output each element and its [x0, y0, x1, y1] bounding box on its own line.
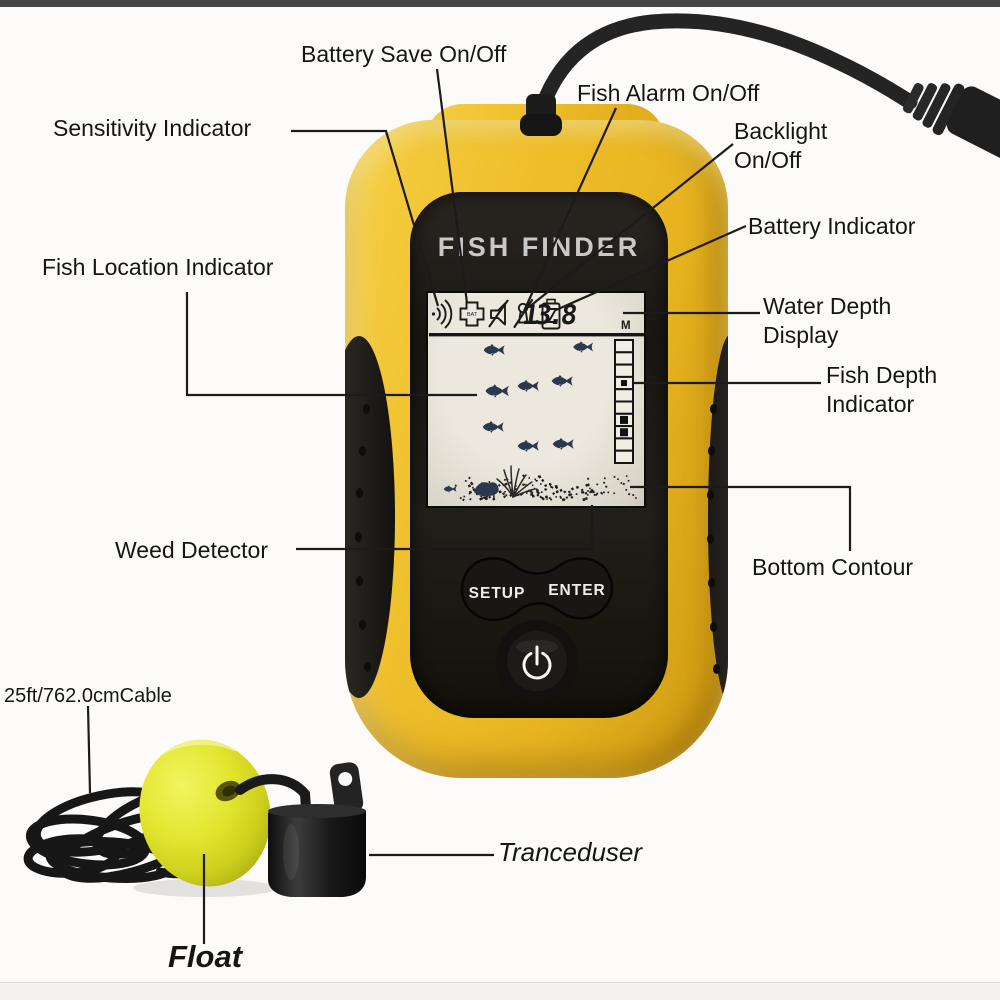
label-weed-detector: Weed Detector [115, 537, 268, 563]
label-fish-alarm: Fish Alarm On/Off [577, 80, 760, 106]
device-body: FISH FINDER [345, 120, 728, 778]
water-depth-value: 13.8 [520, 300, 578, 331]
left-side-grip [345, 336, 395, 698]
enter-button-label[interactable]: ENTER [548, 582, 606, 599]
screen-bezel: FISH FINDER [410, 192, 668, 718]
setup-button-label[interactable]: SETUP [469, 585, 526, 602]
weed-icon [496, 465, 536, 498]
label-transducer: Tranceduser [498, 837, 643, 867]
lcd-separator-line [429, 333, 644, 337]
label-sensitivity: Sensitivity Indicator [53, 115, 252, 141]
label-fish-depth: Fish Depth Indicator [826, 361, 937, 419]
battery-save-icon: BAT [459, 301, 485, 327]
bottom-rock [474, 482, 499, 497]
label-fish-location: Fish Location Indicator [42, 254, 274, 280]
fish-alarm-mute-icon [488, 299, 509, 328]
label-water-depth-line2: Display [763, 322, 839, 348]
label-bottom-contour: Bottom Contour [752, 554, 914, 580]
brand-text: FISH FINDER [437, 232, 641, 262]
label-backlight: Backlight On/Off [734, 117, 827, 175]
setup-enter-rocker[interactable] [460, 557, 614, 621]
label-water-depth: Water Depth Display [763, 292, 891, 350]
label-water-depth-line1: Water Depth [763, 293, 892, 319]
label-fish-depth-line2: Indicator [826, 391, 915, 417]
water-depth-unit: M [621, 320, 631, 332]
label-backlight-line1: Backlight [734, 118, 828, 144]
lcd-screen: BAT [426, 291, 646, 508]
power-button[interactable] [496, 620, 578, 702]
label-battery-save: Battery Save On/Off [301, 41, 507, 67]
fish-depth-bar [614, 339, 634, 465]
bottom-border-strip [0, 982, 1000, 1000]
lcd-content: BAT [429, 298, 644, 502]
label-battery-indicator: Battery Indicator [748, 213, 916, 239]
label-float: Float [168, 939, 243, 974]
top-border-strip [0, 0, 1000, 7]
power-icon [522, 645, 552, 680]
label-fish-depth-line1: Fish Depth [826, 362, 938, 388]
control-panel: SETUP ENTER [460, 557, 614, 702]
label-cable-length: 25ft/762.0cmCable [4, 685, 172, 707]
sensitivity-waves-icon [431, 299, 453, 329]
right-side-grip [707, 334, 728, 706]
label-backlight-line2: On/Off [734, 147, 802, 173]
battery-save-icon-text: BAT [467, 312, 478, 318]
